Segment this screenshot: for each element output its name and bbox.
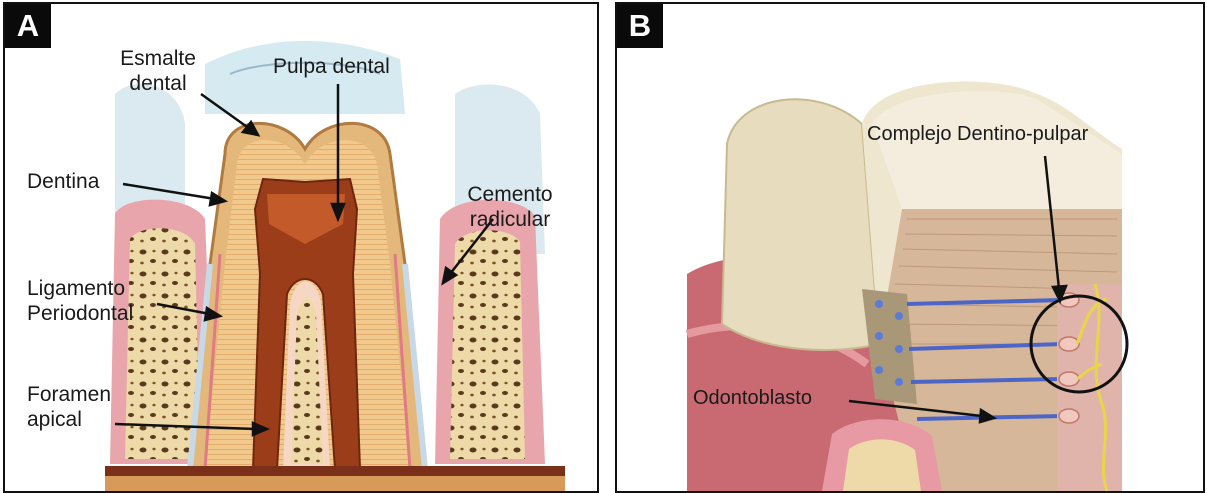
complex-label: Complejo Dentino-pulpar xyxy=(867,122,1088,147)
cementum-label-line1: Cemento xyxy=(455,182,565,207)
cementum-label: Cemento radicular xyxy=(455,182,565,232)
foramen-label-line2: apical xyxy=(27,407,111,432)
ligament-label-line1: Ligamento xyxy=(27,276,133,301)
dentin-label: Dentina xyxy=(27,169,99,194)
panel-b-badge: B xyxy=(617,4,663,48)
panel-a-badge: A xyxy=(5,4,51,48)
enamel-label-line1: Esmalte xyxy=(103,46,213,71)
panel-a: A Esmalte dental Pulpa dental Dentina Ce… xyxy=(3,2,599,493)
cementum-label-line2: radicular xyxy=(455,207,565,232)
enamel-label: Esmalte dental xyxy=(103,46,213,96)
pulp-label: Pulpa dental xyxy=(273,54,390,79)
foramen-label-line1: Foramen xyxy=(27,382,111,407)
panel-b: B Complejo Dentino-pulpar Odontoblasto xyxy=(615,2,1205,493)
dentin-pulp-complex-illustration xyxy=(617,4,1203,491)
ligament-label-line2: Periodontal xyxy=(27,301,133,326)
ligament-label: Ligamento Periodontal xyxy=(27,276,133,326)
odontoblast-label: Odontoblasto xyxy=(693,386,812,411)
foramen-label: Foramen apical xyxy=(27,382,111,432)
enamel-label-line2: dental xyxy=(103,71,213,96)
